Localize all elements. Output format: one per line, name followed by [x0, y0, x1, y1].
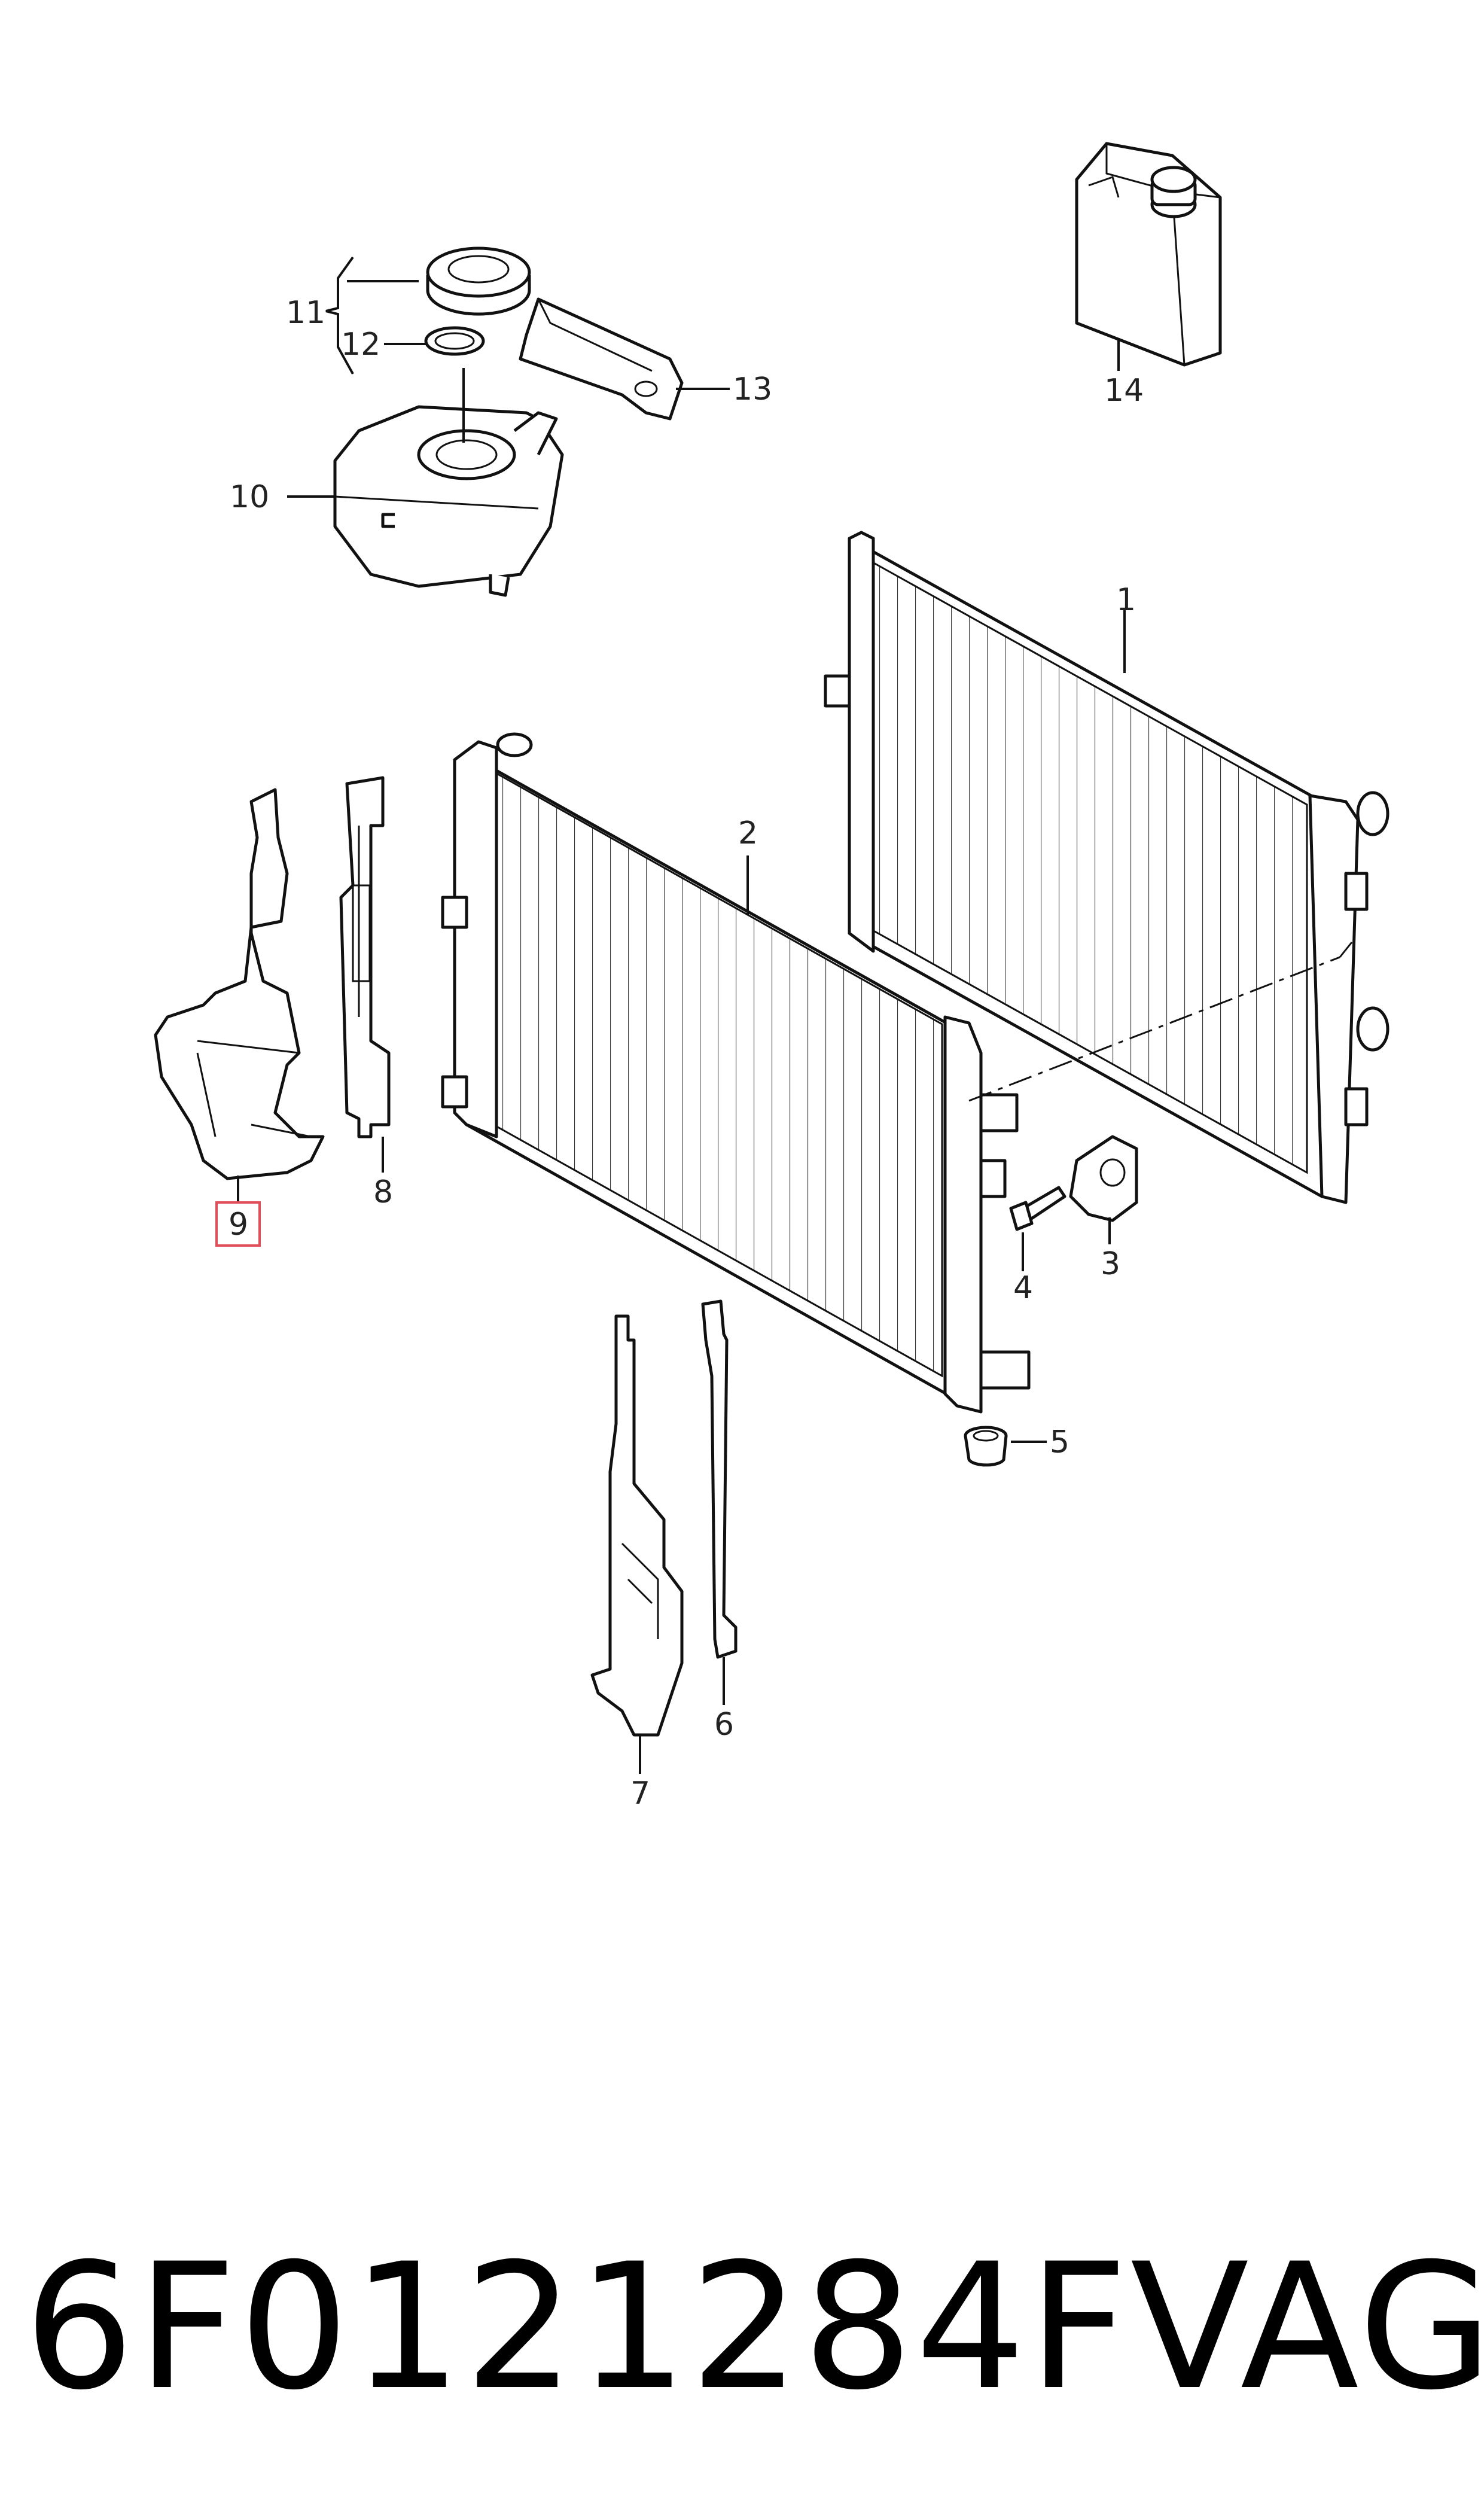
callout-8: 8 — [373, 1174, 393, 1210]
callout-12: 12 — [341, 327, 380, 363]
callout-10: 10 — [230, 479, 269, 515]
callout-9: 9 — [228, 1207, 248, 1243]
air-guide-left — [154, 788, 325, 1247]
callout-4: 4 — [1013, 1270, 1033, 1306]
callout-13: 13 — [733, 372, 772, 407]
air-guide-right — [339, 776, 391, 1173]
expansion-tank — [287, 368, 564, 597]
coolant-container — [1075, 142, 1222, 371]
o-ring-seal — [424, 326, 485, 356]
callout-14: 14 — [1104, 373, 1144, 409]
callout-2: 2 — [738, 815, 758, 851]
callout-11: 11 — [286, 295, 325, 331]
air-guide-strip — [701, 1299, 738, 1705]
bolt — [1009, 1186, 1066, 1271]
callout-3: 3 — [1101, 1246, 1120, 1282]
callout-1: 1 — [1116, 582, 1136, 618]
callout-7: 7 — [630, 1776, 650, 1811]
highlight-box — [215, 1201, 261, 1247]
bracket-11-marker — [325, 256, 426, 374]
mounting-clip — [1069, 1135, 1138, 1244]
mounting-bracket — [519, 297, 730, 421]
radiator-main — [824, 531, 1389, 1204]
callout-6: 6 — [714, 1707, 734, 1743]
footer: 6F0121284F VAG — [24, 2213, 1484, 2441]
part-number: 6F0121284F — [24, 2226, 1130, 2428]
condenser — [441, 732, 1353, 1414]
brand-name: VAG — [1130, 2226, 1484, 2428]
rubber-mount — [964, 1426, 1047, 1467]
callout-5: 5 — [1050, 1424, 1069, 1460]
filler-cap — [426, 246, 531, 316]
air-guide-lower — [590, 1314, 684, 1774]
